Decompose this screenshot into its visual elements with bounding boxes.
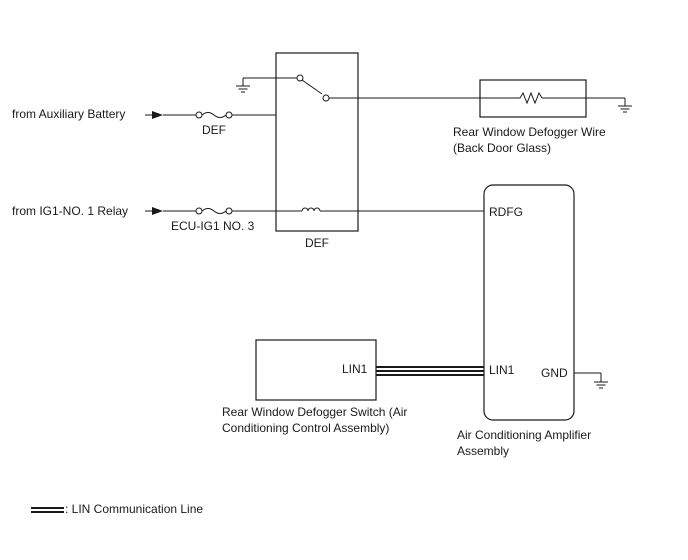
relay-common-contact [322, 94, 330, 102]
relay-ground-symbol [236, 78, 250, 93]
defogger-switch-label-line2: Conditioning Control Assembly) [222, 421, 389, 435]
defogger-resistor-symbol [519, 91, 543, 105]
defogger-switch-box [255, 339, 377, 401]
ac-amplifier-label-line1: Air Conditioning Amplifier [457, 428, 591, 442]
def-relay-box [275, 52, 359, 232]
lin-legend-label: : LIN Communication Line [65, 502, 203, 516]
ig1-arrow [145, 207, 163, 215]
defogger-switch-label-line1: Rear Window Defogger Switch (Air [222, 405, 407, 419]
rdfg-terminal-label: RDFG [489, 205, 523, 219]
ecu-ig1-fuse-label: ECU-IG1 NO. 3 [171, 219, 255, 233]
amp-lin1-terminal-label: LIN1 [489, 363, 515, 377]
defogger-wire-label-line2: (Back Door Glass) [453, 141, 551, 155]
relay-nc-contact [296, 74, 304, 82]
def-fuse-symbol [195, 111, 233, 119]
amp-ground-symbol [594, 373, 608, 389]
def-relay-label: DEF [305, 236, 329, 250]
ig1-relay-label: from IG1-NO. 1 Relay [12, 204, 128, 218]
switch-lin1-terminal-label: LIN1 [342, 362, 368, 376]
ac-amplifier-box [483, 184, 575, 421]
aux-battery-label: from Auxiliary Battery [12, 107, 125, 121]
lin-communication-line [376, 366, 484, 376]
def-fuse-label: DEF [202, 123, 226, 137]
gnd-terminal-label: GND [541, 366, 568, 380]
aux-battery-arrow [145, 111, 163, 119]
ac-amplifier-label-line2: Assembly [457, 444, 509, 458]
relay-coil-symbol [301, 207, 321, 212]
defogger-wire-label-line1: Rear Window Defogger Wire [453, 125, 606, 139]
relay-switch-arm [301, 79, 323, 95]
lin-legend-swatch [31, 507, 64, 513]
ecu-ig1-fuse-symbol [195, 207, 233, 215]
defogger-ground-symbol [618, 98, 632, 113]
